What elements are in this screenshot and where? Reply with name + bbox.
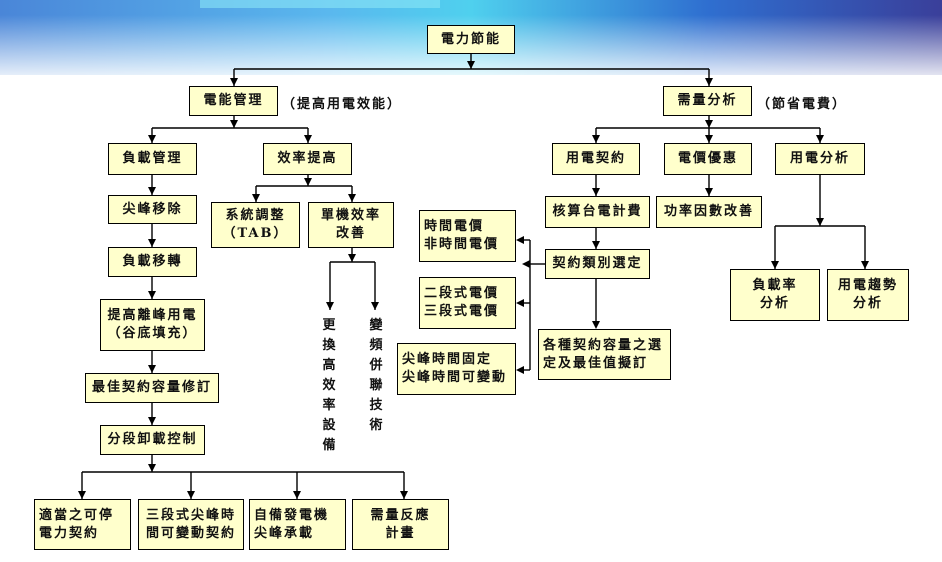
banner-highlight: [200, 0, 440, 8]
node-contract-revision: 最佳契約容量修訂: [85, 373, 219, 403]
arrow-down-icon: [592, 188, 600, 196]
arrow-left-icon: [516, 299, 524, 307]
node-usage-trend: 用電趨勢 分析: [827, 269, 909, 321]
arrow-down-icon: [230, 120, 238, 128]
arrow-down-icon: [148, 464, 156, 472]
arrow-down-icon: [771, 261, 779, 269]
node-bottom-2: 三段式尖峰時 間可變動契約: [138, 499, 244, 550]
node-bottom-1: 適當之可停 電力契約: [34, 499, 131, 550]
arrow-down-icon: [230, 78, 238, 86]
arrow-down-icon: [592, 241, 600, 249]
arrow-down-icon: [400, 491, 408, 499]
arrow-down-icon: [326, 302, 334, 310]
node-energy-management: 電能管理: [189, 86, 278, 116]
node-load-rate: 負載率 分析: [730, 269, 820, 321]
node-billing: 核算台電計費: [545, 196, 650, 228]
node-bottom-3: 自備發電機 尖峰承載: [249, 499, 346, 550]
arrow-down-icon: [148, 417, 156, 425]
node-load-shift: 負載移轉: [108, 247, 197, 277]
arrow-down-icon: [304, 135, 312, 143]
node-peak-time: 尖峰時間固定 尖峰時間可變動: [397, 343, 516, 395]
arrow-down-icon: [816, 218, 824, 226]
arrow-down-icon: [293, 491, 301, 499]
arrow-left-icon: [522, 260, 530, 268]
arrow-down-icon: [592, 321, 600, 329]
arrow-down-icon: [861, 261, 869, 269]
arrow-down-icon: [705, 120, 713, 128]
note-demand-analysis: （節省電費）: [757, 97, 848, 112]
node-stage-shedding: 分段卸載控制: [100, 425, 205, 455]
arrow-down-icon: [467, 61, 475, 69]
node-demand-analysis: 需量分析: [663, 86, 752, 116]
arrow-down-icon: [592, 135, 600, 143]
arrow-left-icon: [516, 366, 524, 374]
arrow-down-icon: [705, 188, 713, 196]
arrow-down-icon: [148, 187, 156, 195]
arrow-down-icon: [816, 135, 824, 143]
note-energy-management: （提高用電效能）: [282, 97, 403, 112]
arrow-down-icon: [148, 239, 156, 247]
node-bottom-4: 需量反應 計畫: [352, 499, 449, 550]
arrow-down-icon: [148, 291, 156, 299]
node-tier-pricing: 二段式電價 三段式電價: [419, 277, 516, 329]
arrow-down-icon: [371, 302, 379, 310]
arrow-down-icon: [705, 135, 713, 143]
node-load-management: 負載管理: [108, 143, 197, 175]
arrow-down-icon: [187, 491, 195, 499]
arrow-down-icon: [148, 135, 156, 143]
node-capacity-selection: 各種契約容量之選 定及最佳值擬訂: [538, 329, 671, 380]
node-offpeak-fill: 提高離峰用電 （谷底填充）: [100, 299, 205, 351]
node-unit-efficiency: 單機效率 改善: [308, 202, 394, 248]
arrow-down-icon: [705, 78, 713, 86]
arrow-left-icon: [516, 236, 524, 244]
node-efficiency: 效率提高: [263, 143, 352, 175]
node-price-discount: 電價優惠: [664, 143, 752, 175]
node-contract: 用電契約: [552, 143, 640, 175]
node-power-factor: 功率因數改善: [656, 196, 762, 228]
arrow-down-icon: [148, 365, 156, 373]
arrow-down-icon: [348, 194, 356, 202]
label-vfd-parallel: 變頻併聯技術: [369, 318, 383, 433]
node-tou-pricing: 時間電價 非時間電價: [419, 210, 516, 262]
node-usage-analysis: 用電分析: [775, 143, 865, 175]
arrow-down-icon: [348, 254, 356, 262]
node-root: 電力節能: [427, 25, 515, 54]
label-replace-equipment: 更換高效率設備: [322, 318, 336, 453]
node-tab: 系統調整 （TAB）: [211, 202, 300, 248]
arrow-down-icon: [304, 178, 312, 186]
arrow-down-icon: [252, 194, 260, 202]
node-peak-removal: 尖峰移除: [108, 195, 197, 224]
arrow-down-icon: [78, 491, 86, 499]
node-contract-type: 契約類別選定: [545, 249, 650, 279]
